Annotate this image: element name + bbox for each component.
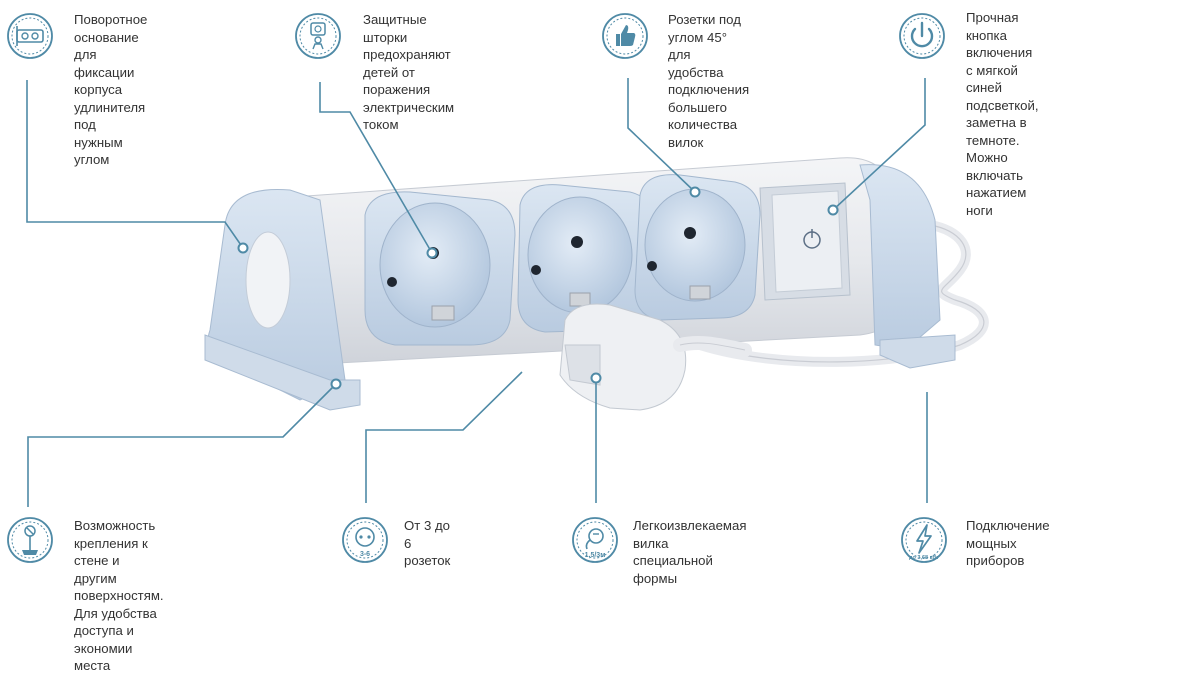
swivel-base-icon <box>6 12 54 60</box>
feature-child-shutters-text: Защитные шторки предохраняют детей от по… <box>363 12 455 132</box>
socket-icon-label: 3-6 <box>360 551 370 558</box>
feature-power-devices-text: Подключение мощных приборов <box>966 518 1050 568</box>
feature-plug-text: Легкоизвлекаемая вилка специальной формы <box>633 518 747 586</box>
callout-lines <box>26 78 928 507</box>
plug-icon-label: 1,5/3м <box>585 552 606 559</box>
feature-power-button-text: Прочная кнопка включения с мягкой синей … <box>966 10 1039 218</box>
wall-mount-icon <box>6 516 54 564</box>
feature-wall-mount-text: Возможность крепления к стене и другим п… <box>74 518 164 673</box>
lightning-icon-label: до 3,68 кВт <box>909 555 939 561</box>
child-protection-icon <box>294 12 342 60</box>
plug-icon: 1,5/3м <box>571 516 619 564</box>
feature-socket-count-text: От 3 до 6 розеток <box>404 518 451 568</box>
socket-icon: 3-6 <box>341 516 389 564</box>
thumbs-up-icon <box>601 12 649 60</box>
feature-rotating-base-text: Поворотное основание для фиксации корпус… <box>74 12 148 167</box>
lightning-icon: до 3,68 кВт <box>900 516 948 564</box>
feature-angled-sockets-text: Розетки под углом 45° для удобства подкл… <box>668 12 750 150</box>
power-strip-image <box>204 157 989 411</box>
power-icon <box>898 12 946 60</box>
